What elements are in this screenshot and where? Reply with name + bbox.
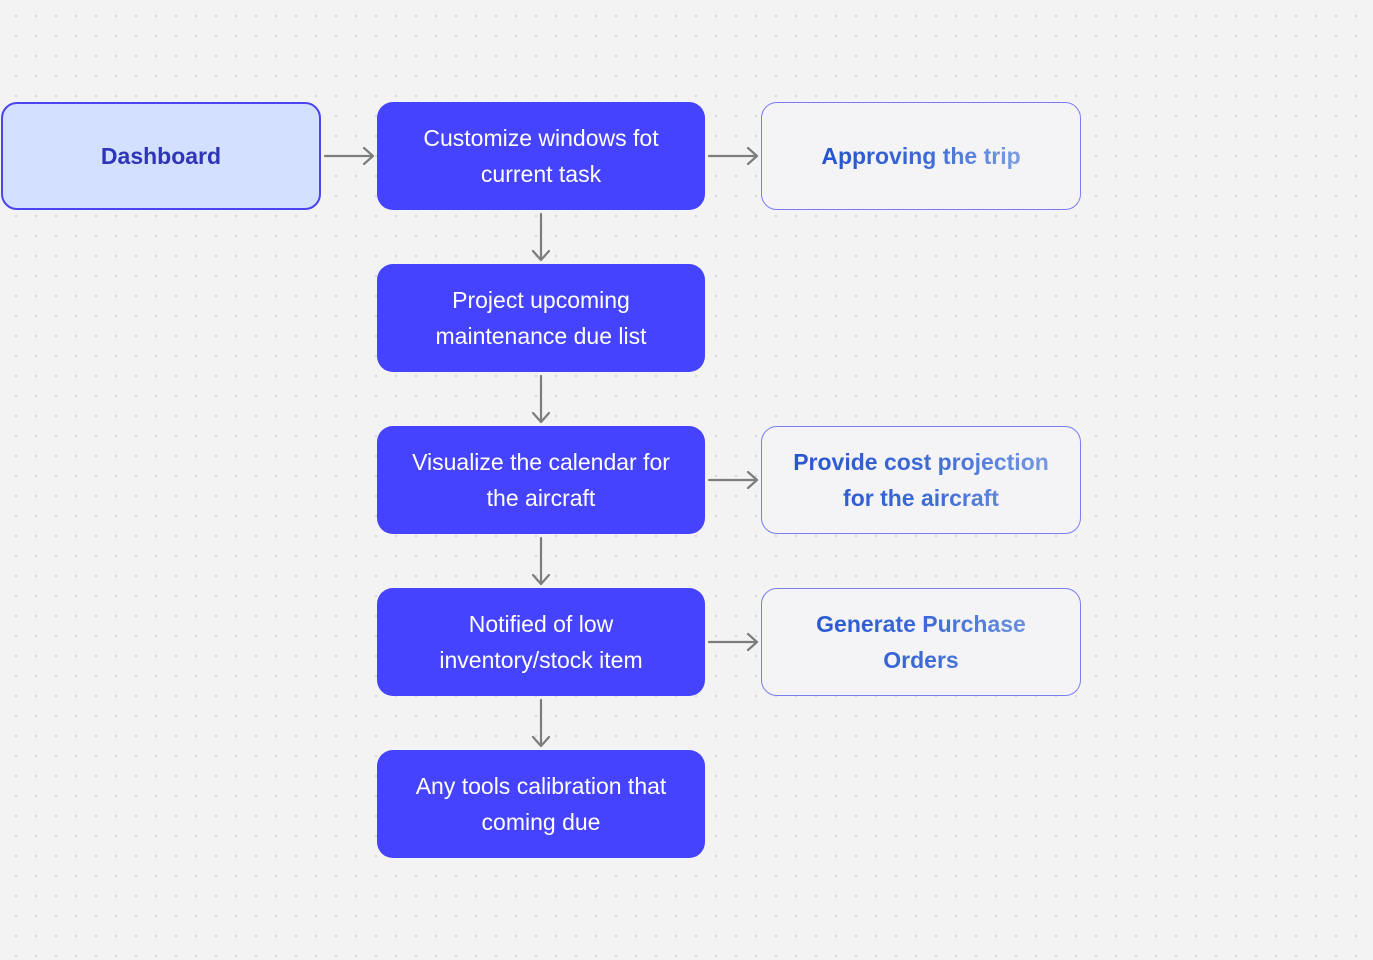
arrow-dashboard-to-customize xyxy=(323,146,375,166)
project-maintenance-node: Project upcoming maintenance due list xyxy=(377,264,705,372)
arrow-visualize-to-cost-projection xyxy=(707,470,759,490)
low-inventory-label: Notified of low inventory/stock item xyxy=(439,611,643,673)
approving-trip-label: Approving the trip xyxy=(821,138,1020,174)
cost-projection-node: Provide cost projection for the aircraft xyxy=(761,426,1081,534)
low-inventory-node: Notified of low inventory/stock item xyxy=(377,588,705,696)
arrow-visualize-to-notified xyxy=(531,536,551,586)
customize-windows-node: Customize windows fot current task xyxy=(377,102,705,210)
purchase-orders-node: Generate Purchase Orders xyxy=(761,588,1081,696)
arrow-notified-to-purchase-orders xyxy=(707,632,759,652)
dashboard-node: Dashboard xyxy=(1,102,321,210)
arrow-project-to-visualize xyxy=(531,374,551,424)
approving-trip-node: Approving the trip xyxy=(761,102,1081,210)
arrow-customize-to-approving xyxy=(707,146,759,166)
customize-windows-label: Customize windows fot current task xyxy=(423,125,659,187)
cost-projection-label: Provide cost projection for the aircraft xyxy=(780,444,1062,516)
tools-calibration-label: Any tools calibration that coming due xyxy=(415,773,667,835)
arrow-customize-to-project xyxy=(531,212,551,262)
project-maintenance-label: Project upcoming maintenance due list xyxy=(435,287,647,349)
tools-calibration-node: Any tools calibration that coming due xyxy=(377,750,705,858)
visualize-calendar-label: Visualize the calendar for the aircraft xyxy=(412,449,670,511)
purchase-orders-label: Generate Purchase Orders xyxy=(780,606,1062,678)
arrow-notified-to-tools-calibration xyxy=(531,698,551,748)
dashboard-node-label: Dashboard xyxy=(100,143,222,169)
visualize-calendar-node: Visualize the calendar for the aircraft xyxy=(377,426,705,534)
